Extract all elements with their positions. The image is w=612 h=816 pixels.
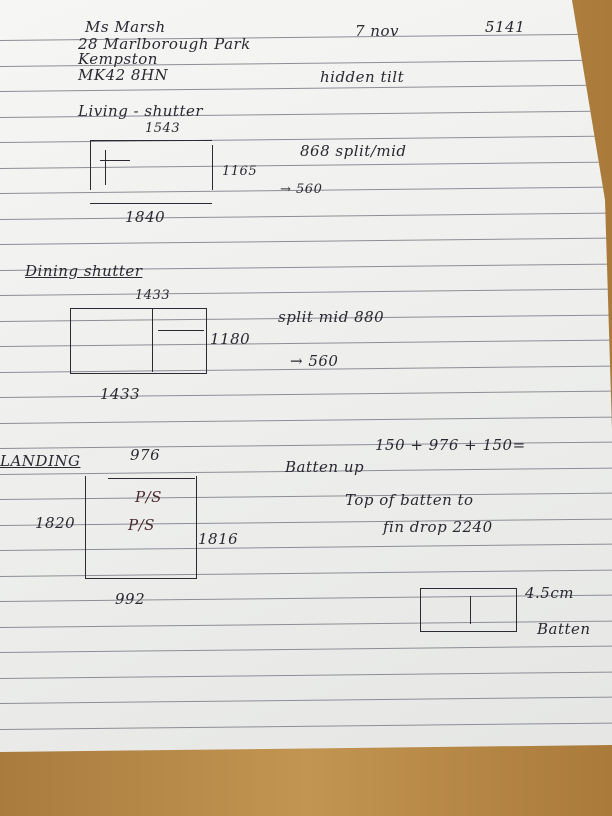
dining-arrow-note: → 560	[290, 352, 339, 370]
landing-top-width: 976	[130, 446, 161, 464]
ruled-line	[0, 594, 612, 602]
batten-label: Batten	[537, 620, 591, 638]
dining-bottom-width: 1433	[100, 385, 141, 403]
batten-size: 4.5cm	[525, 584, 574, 602]
date: 7 nov	[355, 22, 399, 40]
landing-left-height: 1820	[35, 514, 76, 532]
dining-height: 1180	[210, 330, 251, 348]
living-note: 868 split/mid	[300, 142, 407, 160]
ruled-line	[0, 696, 612, 704]
landing-window-sketch	[85, 476, 197, 579]
landing-calc: 150 + 976 + 150=	[375, 436, 526, 454]
postcode: MK42 8HN	[78, 66, 169, 84]
ruled-line	[0, 84, 612, 92]
dining-top-width: 1433	[135, 288, 171, 303]
address-line2: Kempston	[78, 50, 158, 68]
living-window-sketch	[90, 140, 212, 204]
living-title: Living - shutter	[78, 102, 204, 120]
ruled-line	[0, 212, 612, 220]
landing-note-line1: Top of batten to	[345, 491, 474, 509]
landing-panel1: P/S	[135, 488, 162, 506]
living-height: 1165	[222, 164, 258, 179]
ruled-line	[0, 390, 612, 398]
batten-sketch	[420, 588, 517, 632]
ruled-line	[0, 237, 612, 245]
living-bottom-width: 1840	[125, 208, 166, 226]
dining-window-sketch	[70, 308, 207, 374]
landing-panel2: P/S	[128, 516, 155, 534]
shutter-style: hidden tilt	[320, 68, 405, 86]
ruled-line	[0, 645, 612, 653]
ruled-line	[0, 671, 612, 679]
landing-right-height: 1816	[198, 530, 239, 548]
ruled-line	[0, 288, 612, 296]
job-number: 5141	[485, 18, 526, 36]
ruled-line	[0, 722, 612, 730]
ruled-line	[0, 620, 612, 628]
ruled-line	[0, 416, 612, 424]
address-line1: 28 Marlborough Park	[78, 35, 251, 53]
landing-bottom-width: 992	[115, 590, 146, 608]
dining-note: split mid 880	[278, 308, 385, 326]
dining-title: Dining shutter	[25, 262, 143, 280]
customer-name: Ms Marsh	[85, 18, 166, 36]
living-arrow-note: → 560	[280, 182, 323, 197]
living-top-width: 1543	[145, 121, 181, 136]
landing-title: LANDING	[0, 452, 81, 470]
landing-batten: Batten up	[285, 458, 365, 476]
landing-note-line2: fin drop 2240	[383, 518, 493, 536]
